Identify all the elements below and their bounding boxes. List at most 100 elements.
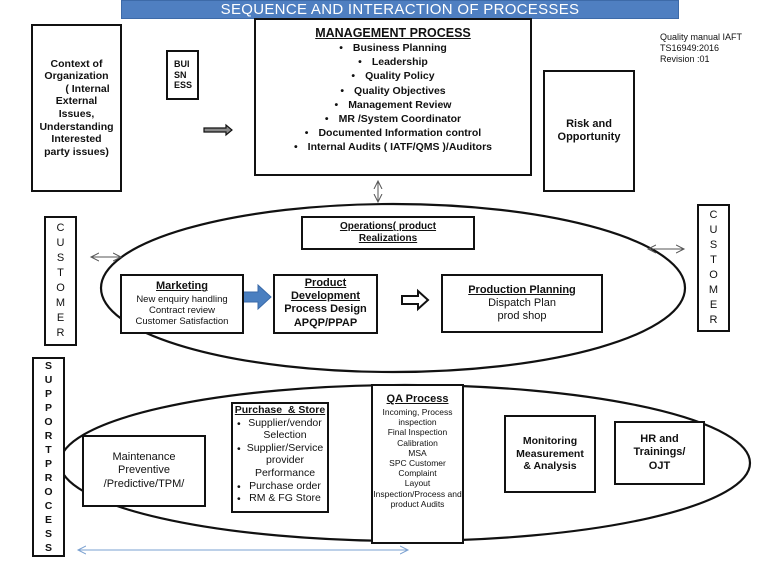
production-planning-line: Dispatch Plan [488, 296, 556, 309]
customer-letter: E [56, 312, 65, 324]
purchase-item-line: Supplier/vendor [248, 416, 322, 429]
customer-letter: U [56, 237, 65, 249]
production-planning-box: Production Planning Dispatch Plan prod s… [441, 274, 603, 333]
product-dev-heading-line: Development [290, 290, 361, 303]
business-line: SN [174, 69, 187, 80]
meta-line: Revision :01 [660, 53, 710, 64]
monitoring-box: Monitoring Measurement & Analysis [504, 415, 596, 493]
customer-letter: T [57, 267, 64, 279]
support-letter: S [44, 542, 52, 554]
management-process-box: MANAGEMENT PROCESS Business Planning Lea… [254, 18, 532, 176]
support-letter: R [44, 430, 53, 442]
bullet-icon: • [237, 417, 241, 430]
marketing-line: Contract review [149, 304, 215, 316]
production-planning-line: prod shop [497, 310, 547, 323]
customer-letter: C [56, 222, 65, 234]
management-item: Management Review [335, 98, 451, 112]
customer-letter: O [56, 282, 65, 294]
business-line: ESS [174, 80, 193, 91]
support-letter: P [44, 402, 52, 414]
operations-box: Operations( product Realizations [301, 216, 475, 250]
support-letter: S [44, 360, 52, 372]
management-item: Quality Objectives [340, 84, 446, 98]
support-letter: P [44, 458, 52, 470]
support-letter: T [45, 444, 52, 456]
maintenance-box: Maintenance Preventive /Predictive/TPM/ [82, 435, 206, 507]
purchase-item-line: Purchase order [249, 479, 321, 492]
product-dev-heading-line: Product [304, 277, 347, 289]
purchase-item: • Supplier/vendor Selection [233, 417, 327, 442]
qa-line: product Audits [390, 498, 445, 509]
qa-line: Complaint [398, 468, 437, 479]
purchase-item-line: Selection [263, 429, 307, 442]
support-letter: P [44, 388, 52, 400]
support-letter: O [44, 416, 53, 428]
risk-opportunity-box: Risk and Opportunity [543, 70, 635, 192]
support-letter: E [44, 514, 52, 526]
purchase-item-line: Supplier/Service [246, 441, 324, 454]
context-line: ( Internal [65, 82, 110, 95]
document-meta: Quality manual IAFT TS16949:2016 Revisio… [660, 32, 742, 64]
purchase-heading: Purchase & Store [234, 404, 326, 416]
support-letter: U [44, 374, 53, 386]
customer-letter: O [709, 269, 718, 281]
management-item: Quality Policy [351, 69, 434, 83]
hr-line: HR and [640, 433, 679, 446]
purchase-item: • RM & FG Store [233, 492, 327, 505]
support-letter: C [44, 500, 53, 512]
customer-right-box: C U S T O M E R [697, 204, 730, 332]
marketing-line: New enquiry handling [136, 293, 228, 305]
management-heading: MANAGEMENT PROCESS [315, 26, 471, 40]
product-dev-line: APQP/PPAP [293, 316, 358, 329]
customer-letter: M [55, 297, 66, 309]
qa-line: Layout [404, 478, 431, 489]
context-line: Understanding [39, 120, 114, 133]
purchase-item: • Supplier/Service provider Performance [233, 442, 327, 480]
qa-line: Inspection/Process and [373, 488, 462, 499]
marketing-line: Customer Satisfaction [135, 316, 229, 328]
management-item: MR /System Coordinator [325, 112, 462, 126]
customer-letter: E [709, 299, 718, 311]
monitoring-line: & Analysis [523, 460, 577, 473]
qa-line: inspection [398, 417, 437, 428]
customer-letter: C [709, 209, 718, 221]
maintenance-line: /Predictive/TPM/ [103, 477, 185, 490]
qa-line: Final Inspection [387, 427, 448, 438]
bullet-icon: • [237, 493, 241, 506]
bullet-icon: • [237, 480, 241, 493]
purchase-item: • Purchase order [233, 480, 327, 493]
operations-ellipse [99, 202, 687, 374]
maintenance-line: Maintenance [112, 451, 176, 464]
context-to-management-arrow [203, 123, 233, 137]
customer-left-box: C U S T O M E R [44, 216, 77, 346]
context-of-organization-box: Context of Organization ( Internal Exter… [31, 24, 122, 192]
support-letter: R [44, 472, 53, 484]
management-item: Business Planning [339, 41, 447, 55]
customer-letter: R [56, 327, 65, 339]
customer-letter: U [709, 224, 718, 236]
support-letter: O [44, 486, 53, 498]
customer-letter: R [709, 314, 718, 326]
marketing-box: Marketing New enquiry handling Contract … [120, 274, 244, 334]
operations-heading-line: Realizations [358, 233, 418, 244]
maintenance-line: Preventive [118, 464, 170, 477]
support-process-box: S U P P O R T P R O C E S S [32, 357, 65, 557]
qa-heading: QA Process [386, 393, 449, 405]
context-line: Issues, [58, 108, 95, 120]
support-letter: S [44, 528, 52, 540]
purchase-item-line: provider [266, 454, 304, 467]
hr-line: Trainings/ [633, 446, 686, 459]
risk-line: Risk and [566, 117, 612, 130]
purchase-item-line: RM & FG Store [249, 492, 321, 505]
hr-line: OJT [648, 459, 671, 472]
context-line: Context of [50, 57, 103, 70]
purchase-item-line: Performance [254, 466, 316, 479]
context-line: External [55, 95, 98, 108]
context-line: Organization [44, 70, 109, 83]
product-to-planning-arrow [401, 288, 430, 312]
qa-process-box: QA Process Incoming, Process inspection … [371, 384, 464, 544]
qa-line: SPC Customer [389, 457, 446, 468]
production-planning-heading: Production Planning [468, 283, 576, 296]
monitoring-line: Monitoring [522, 435, 578, 448]
management-item: Leadership [358, 55, 428, 69]
